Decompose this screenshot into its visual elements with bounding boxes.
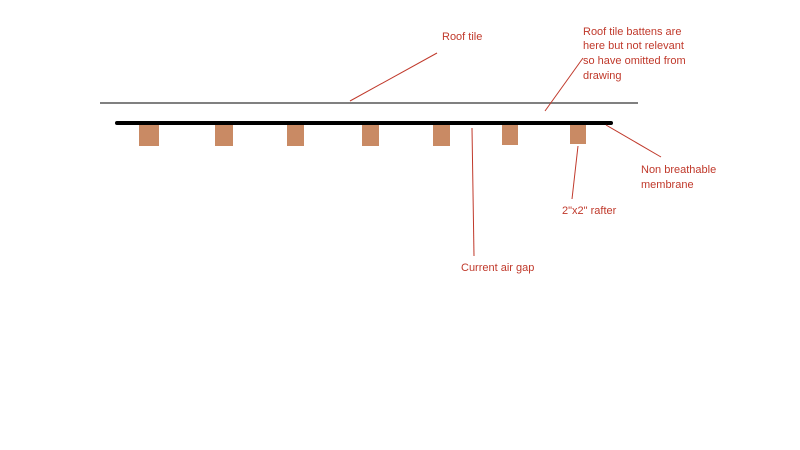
air-gap-leader [471, 127, 475, 257]
battens-leader [544, 57, 584, 112]
roof-tile-leader [349, 52, 438, 102]
rafter [362, 124, 379, 146]
membrane-leader [605, 124, 662, 158]
membrane-label-line-2: membrane [641, 179, 694, 191]
roof-tile-label: Roof tile [442, 31, 482, 43]
battens-label-line-3: so have omitted from [583, 55, 686, 67]
rafter-leader [571, 145, 579, 200]
rafter-label: 2"x2" rafter [562, 205, 617, 217]
rafter [287, 124, 304, 146]
battens-label-line-4: drawing [583, 70, 622, 82]
rafter [215, 124, 233, 146]
battens-label-line-2: here but not relevant [583, 40, 684, 52]
rafter [502, 124, 518, 145]
membrane-label-line-1: Non breathable [641, 164, 716, 176]
air-gap-label: Current air gap [461, 262, 534, 274]
rafter [570, 124, 586, 144]
rafter [139, 124, 159, 146]
rafter [433, 124, 450, 146]
battens-label-line-1: Roof tile battens are [583, 26, 681, 38]
